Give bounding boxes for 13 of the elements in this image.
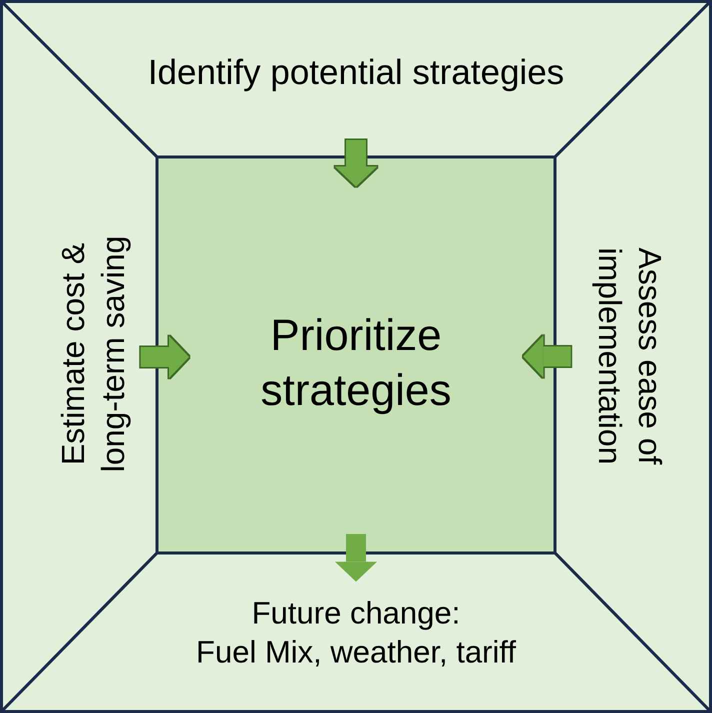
- block-arrow: [335, 140, 377, 186]
- trapezoid-panel: [0, 0, 712, 157]
- panel-label: Future change:: [250, 594, 462, 632]
- block-arrow: [335, 534, 377, 582]
- square-panel: [157, 157, 555, 553]
- panel-label: Identify potential strategies: [146, 52, 566, 94]
- block-arrow: [523, 336, 571, 378]
- panel-label: Estimate cost & long-term saving: [54, 234, 132, 474]
- block-arrow: [140, 336, 189, 378]
- panel-label: Assess ease of implementation: [591, 246, 669, 467]
- center-title: Prioritize strategies: [260, 310, 452, 417]
- panel-label: Fuel Mix, weather, tariff: [195, 633, 517, 671]
- trapezoid-panel: [0, 553, 712, 713]
